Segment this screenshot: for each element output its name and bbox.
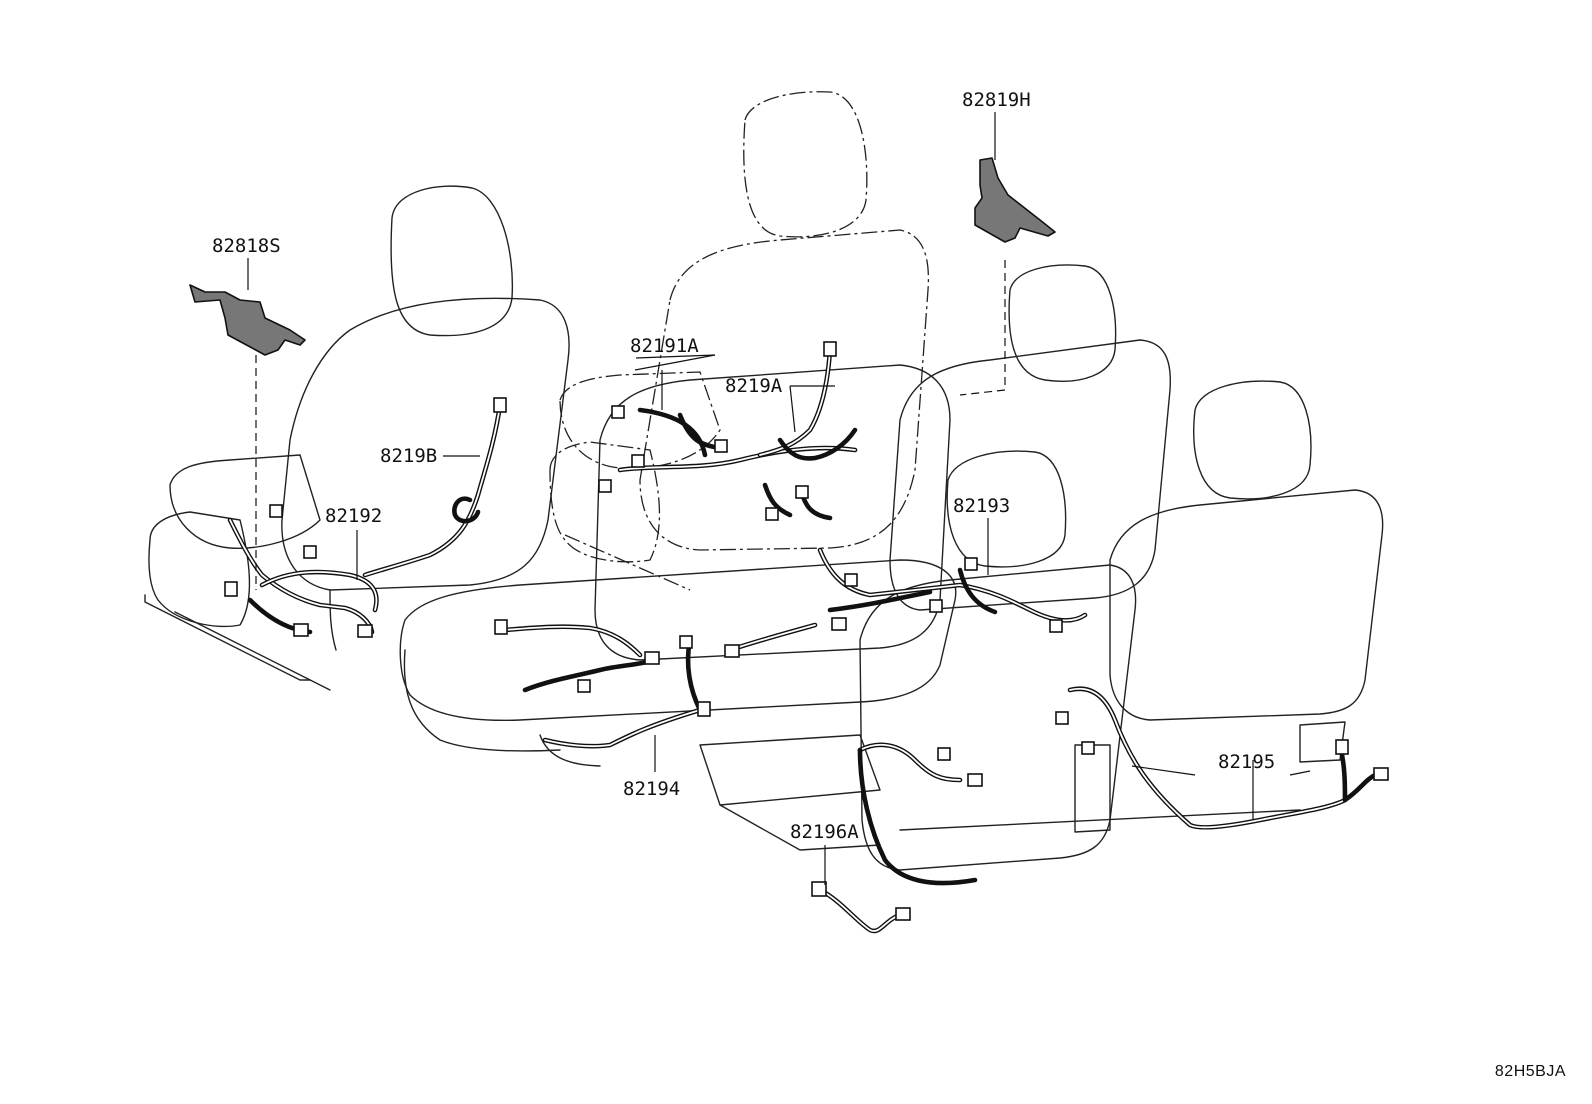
label-82192: 82192 xyxy=(325,505,382,527)
label-82818s: 82818S xyxy=(212,235,281,257)
third-row-seat xyxy=(699,380,1384,871)
label-8219a: 8219A xyxy=(725,375,783,397)
harness-82196a xyxy=(811,742,983,934)
label-82196a: 82196A xyxy=(790,821,859,843)
illustration-code: 82H5BJA xyxy=(1494,1063,1566,1080)
label-82194: 82194 xyxy=(623,778,680,800)
harness-8219a xyxy=(757,341,858,461)
harness-82192 xyxy=(224,504,379,638)
front-seat-right-phantom xyxy=(549,91,930,591)
leader-lines xyxy=(247,112,1311,885)
harness-82194 xyxy=(494,619,818,749)
harness-82191a xyxy=(598,405,858,521)
harness-82219b xyxy=(362,397,507,578)
label-82193: 82193 xyxy=(953,495,1010,517)
harness-82195 xyxy=(1055,686,1389,830)
label-82819h: 82819H xyxy=(962,89,1031,111)
label-82195: 82195 xyxy=(1218,751,1275,773)
label-8219b: 8219B xyxy=(380,445,437,467)
bracket-82818s[interactable] xyxy=(189,284,306,356)
second-row-seat xyxy=(399,264,1172,767)
label-82191a: 82191A xyxy=(630,335,699,357)
harness-82193 xyxy=(817,547,1088,633)
front-seat-left xyxy=(144,185,570,691)
bracket-82819h[interactable] xyxy=(974,157,1056,243)
connector-icon xyxy=(493,397,507,413)
